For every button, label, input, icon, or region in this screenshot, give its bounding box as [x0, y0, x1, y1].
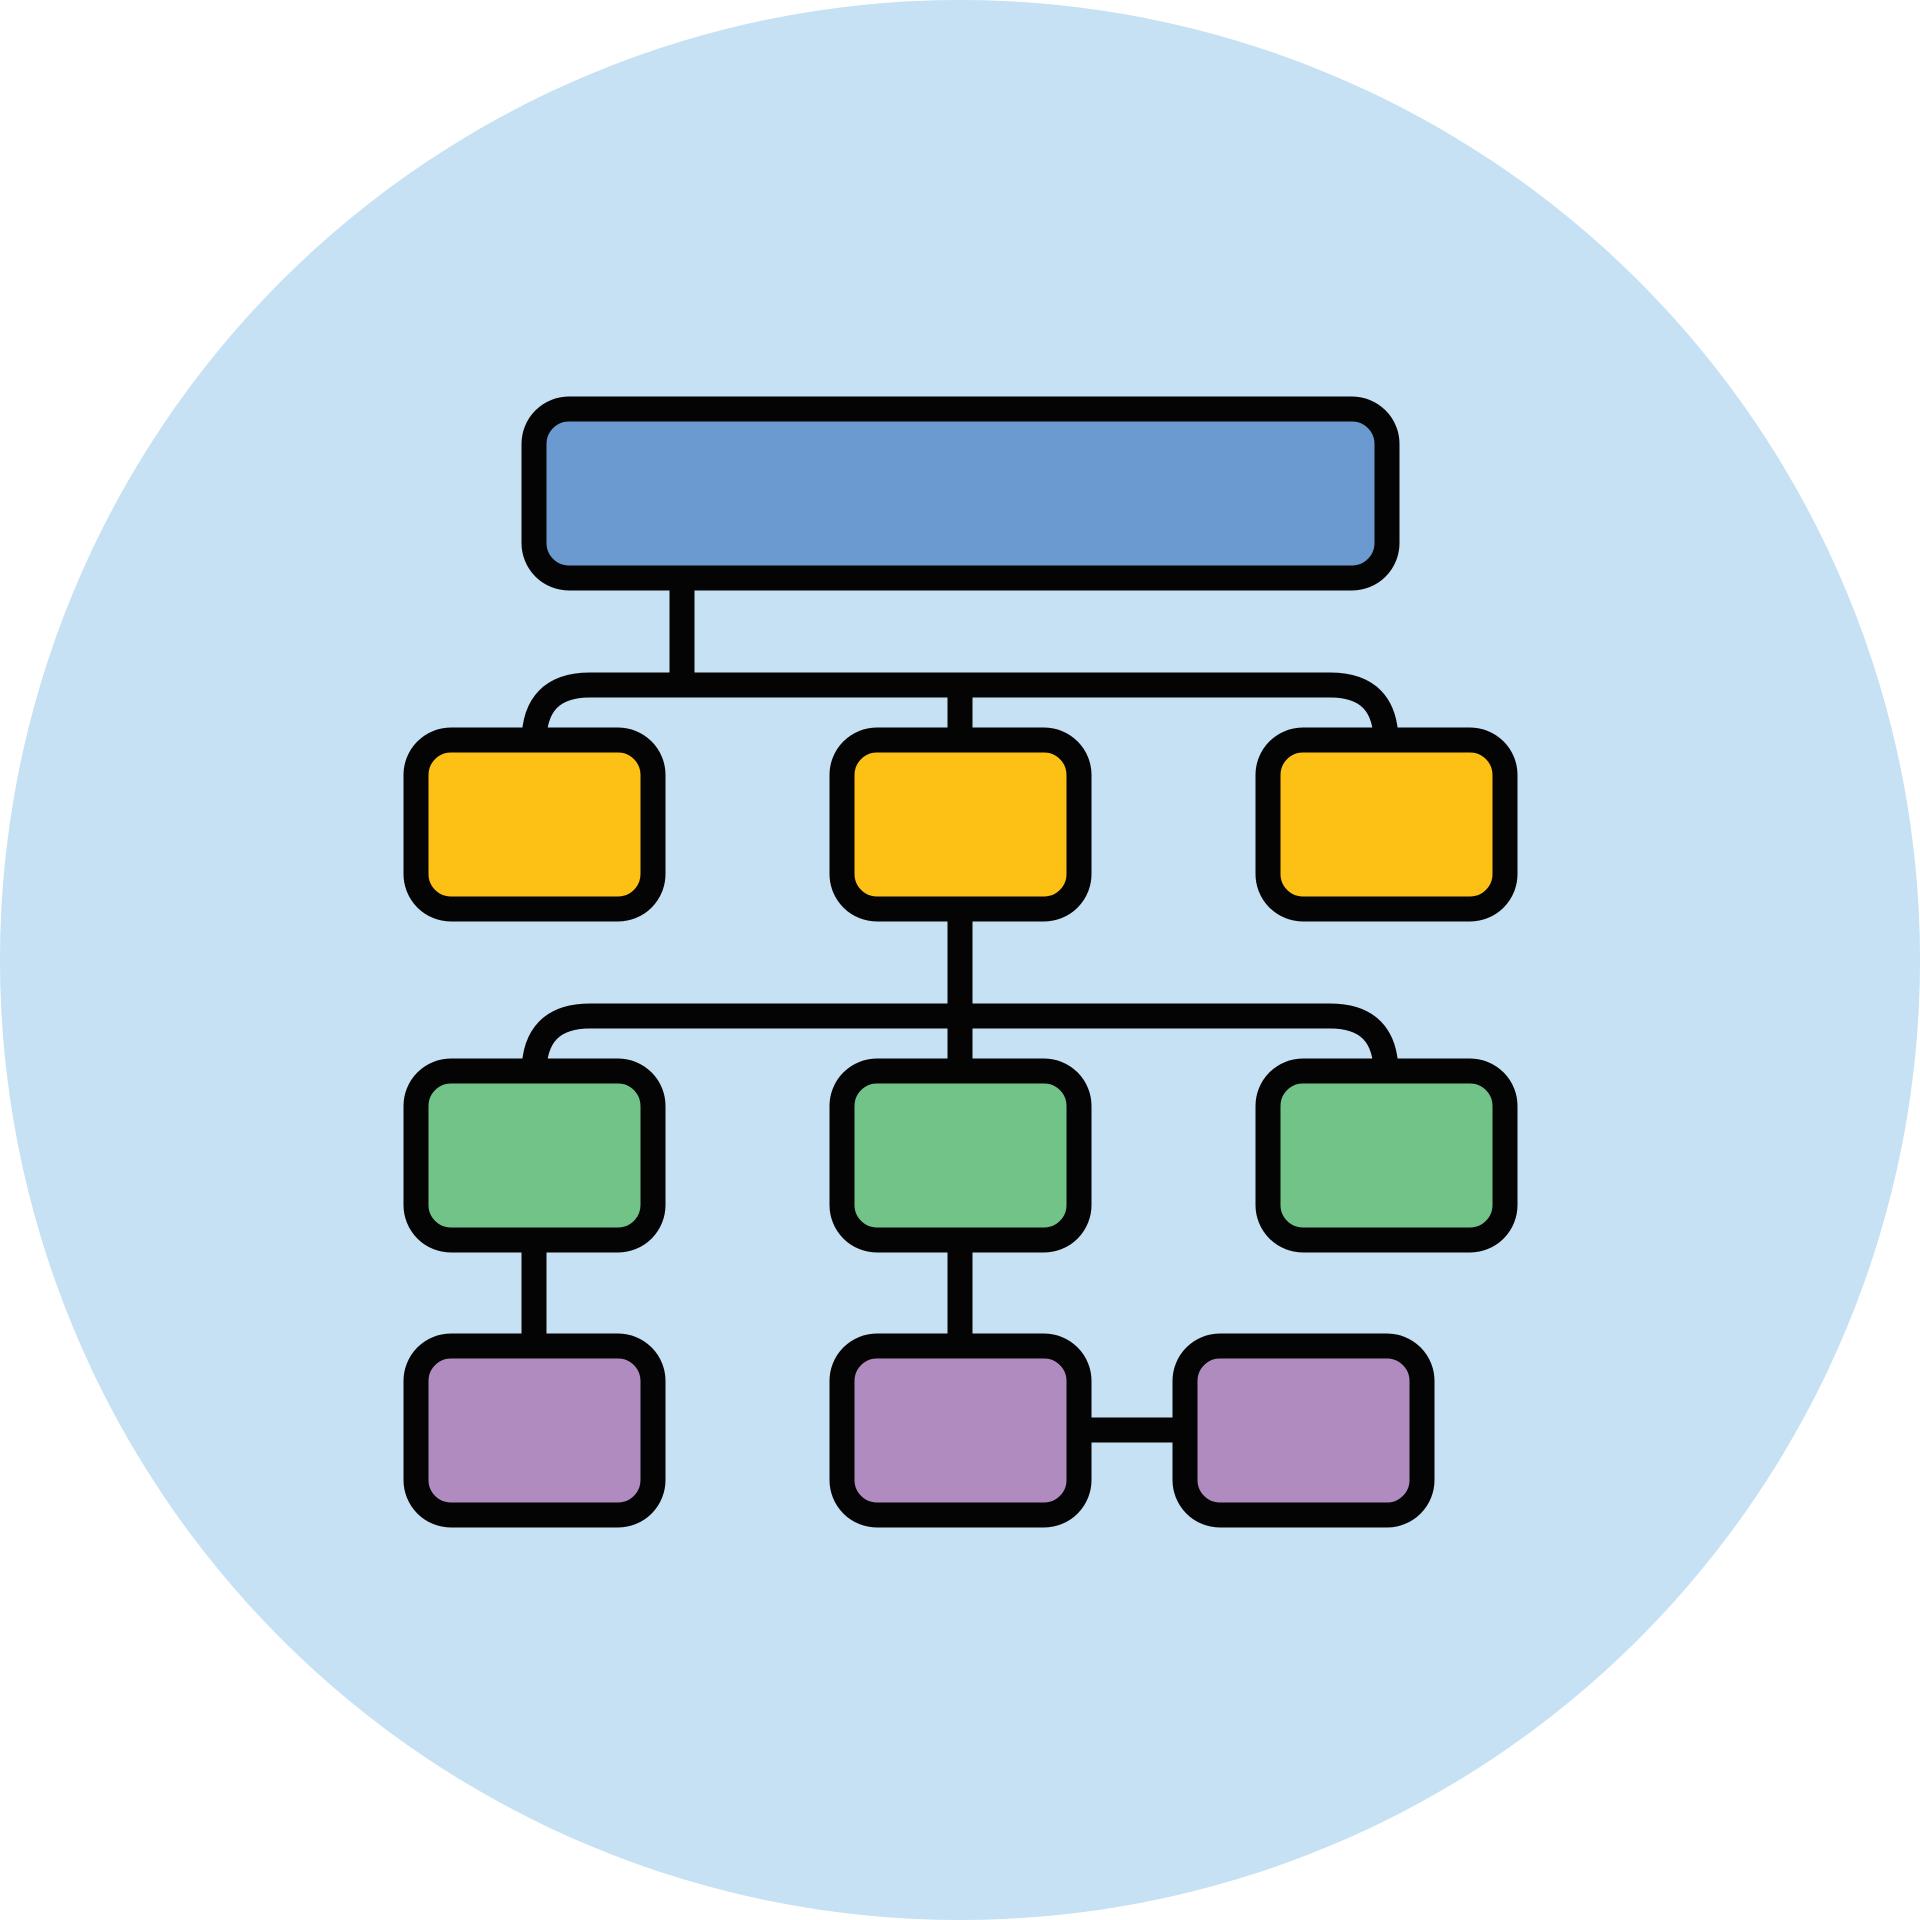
level1-node-left — [403, 727, 666, 922]
level2-node-center — [829, 1058, 1092, 1253]
level1-node-right — [1255, 727, 1518, 922]
diagram-nodes — [403, 396, 1518, 1528]
level1-node-center — [829, 727, 1092, 922]
level3-node-left — [403, 1333, 666, 1528]
level2-node-right — [1255, 1058, 1518, 1253]
level3-node-center — [829, 1333, 1092, 1528]
root-node — [521, 396, 1400, 591]
connector-lines — [521, 565, 1399, 1443]
level2-node-left — [403, 1058, 666, 1253]
level3-node-right — [1172, 1333, 1435, 1528]
